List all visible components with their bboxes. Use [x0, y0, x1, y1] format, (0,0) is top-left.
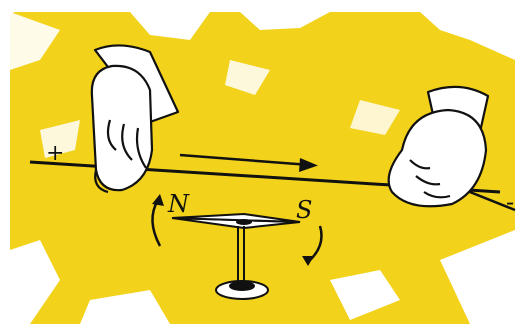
minus-label: -	[506, 188, 514, 216]
south-label: S	[296, 196, 312, 224]
plus-label: +	[46, 141, 64, 166]
north-label: N	[167, 190, 190, 218]
